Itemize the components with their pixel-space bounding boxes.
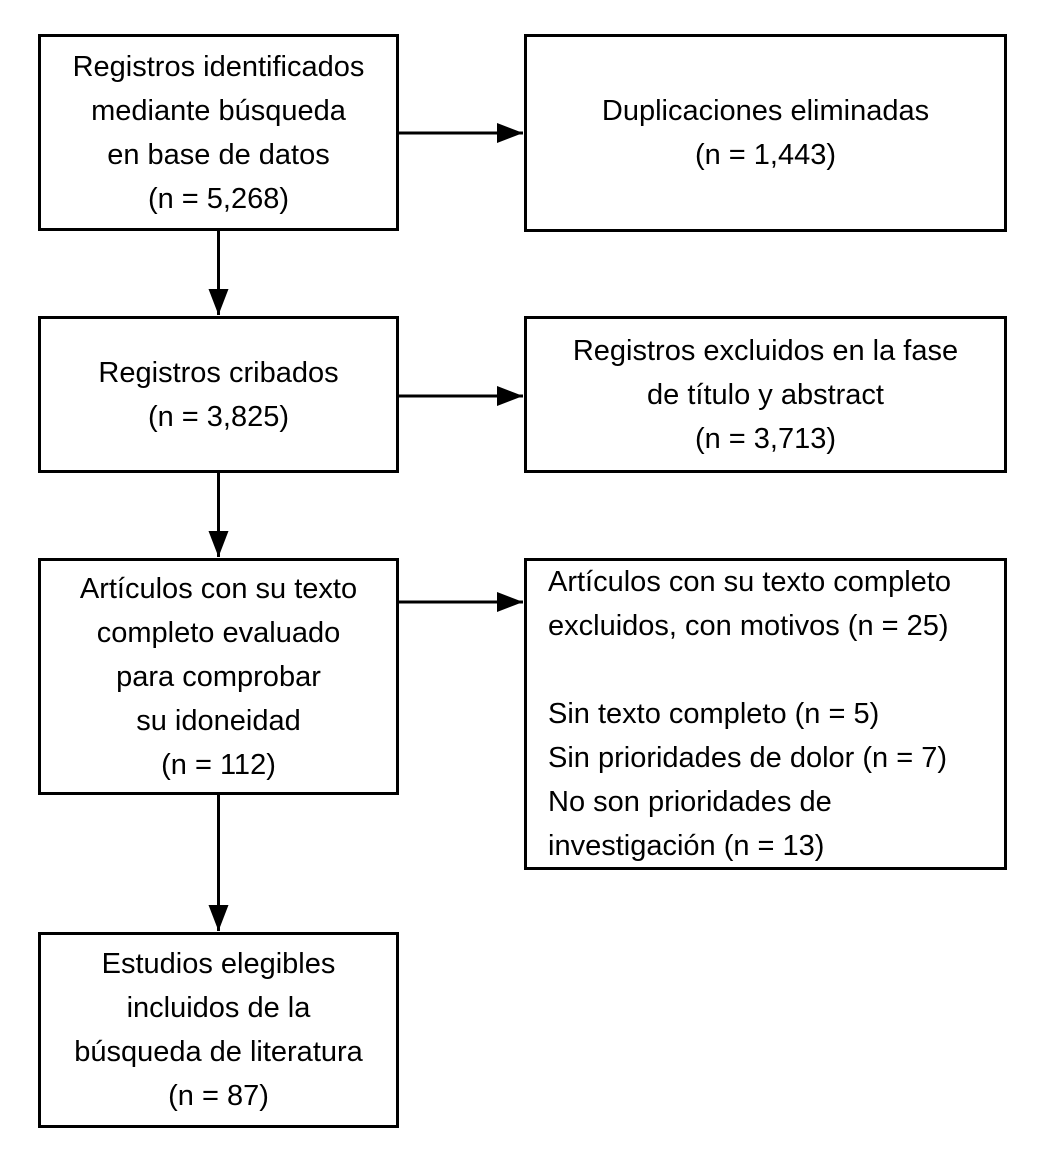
flow-box-fulltext-assessed: Artículos con su texto completo evaluado… xyxy=(38,558,399,795)
records-identified-text: Registros identificados mediante búsqued… xyxy=(72,50,365,215)
records-excluded-title-abstract-text: Registros excluidos en la fase de título… xyxy=(572,334,959,455)
fulltext-assessed-text: Artículos con su texto completo evaluado… xyxy=(79,572,358,781)
duplicates-removed-text: Duplicaciones eliminadas (n = 1,443) xyxy=(601,95,930,171)
flow-box-studies-included: Estudios elegibles incluidos de la búsqu… xyxy=(38,932,399,1128)
records-screened-text: Registros cribados (n = 3,825) xyxy=(98,356,339,433)
flow-box-duplicates-removed: Duplicaciones eliminadas (n = 1,443) xyxy=(524,34,1007,232)
studies-included-text: Estudios elegibles incluidos de la búsqu… xyxy=(74,948,363,1112)
flow-box-fulltext-excluded: Artículos con su texto completo excluido… xyxy=(524,558,1007,870)
fulltext-excluded-text: Artículos con su texto completo excluido… xyxy=(548,566,951,862)
flow-box-records-screened: Registros cribados (n = 3,825) xyxy=(38,316,399,473)
flow-box-records-excluded-title-abstract: Registros excluidos en la fase de título… xyxy=(524,316,1007,473)
flow-box-records-identified: Registros identificados mediante búsqued… xyxy=(38,34,399,231)
